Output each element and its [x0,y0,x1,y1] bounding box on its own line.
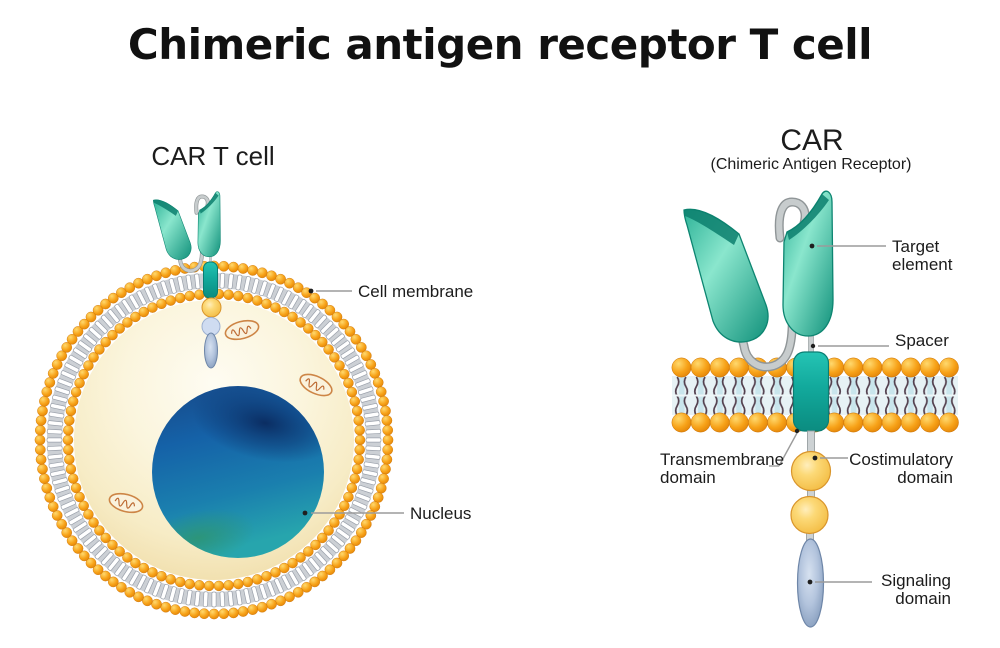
car-t-cell-heading: CAR T cell [151,141,275,171]
nucleus-label: Nucleus [410,504,472,523]
costimulatory-domain-label: Costimulatory domain [849,450,953,488]
transmembrane-domain-shape [792,351,830,432]
label-anchor-dots [302,243,818,585]
cell-membrane-label: Cell membrane [358,282,474,301]
costimulatory-domain-shape-1 [790,450,832,492]
signaling-domain-mini [204,332,218,369]
car-subheading: (Chimeric Antigen Receptor) [710,156,912,173]
mitochondria [108,319,333,514]
costimulatory-domain-mini [201,297,222,318]
transmembrane-domain-mini [203,261,218,299]
cell-membrane-inner-beads [62,288,366,592]
membrane-bead-row-top [671,357,959,378]
label-leader-lines [311,245,889,583]
signaling-domain-label: Signaling domain [881,571,951,609]
car-heading: CAR [780,124,844,157]
car-t-cell-figure [34,192,394,620]
mitochondrion [299,373,333,397]
transmembrane-domain-label: Transmembrane domain [660,450,785,488]
mitochondrion [108,492,144,514]
car-receptor-mini [153,192,222,369]
target-element-label: Target element [892,237,953,275]
intracellular-chain [790,430,832,628]
mitochondrion [224,319,260,341]
car-receptor-figure [671,191,959,628]
target-element-shape [684,191,833,367]
cell-membrane-rungs [46,272,382,608]
page-title: Chimeric antigen receptor T cell [127,20,873,69]
costimulatory-domain-shape-2 [790,495,829,535]
spacer-label: Spacer [895,331,949,350]
